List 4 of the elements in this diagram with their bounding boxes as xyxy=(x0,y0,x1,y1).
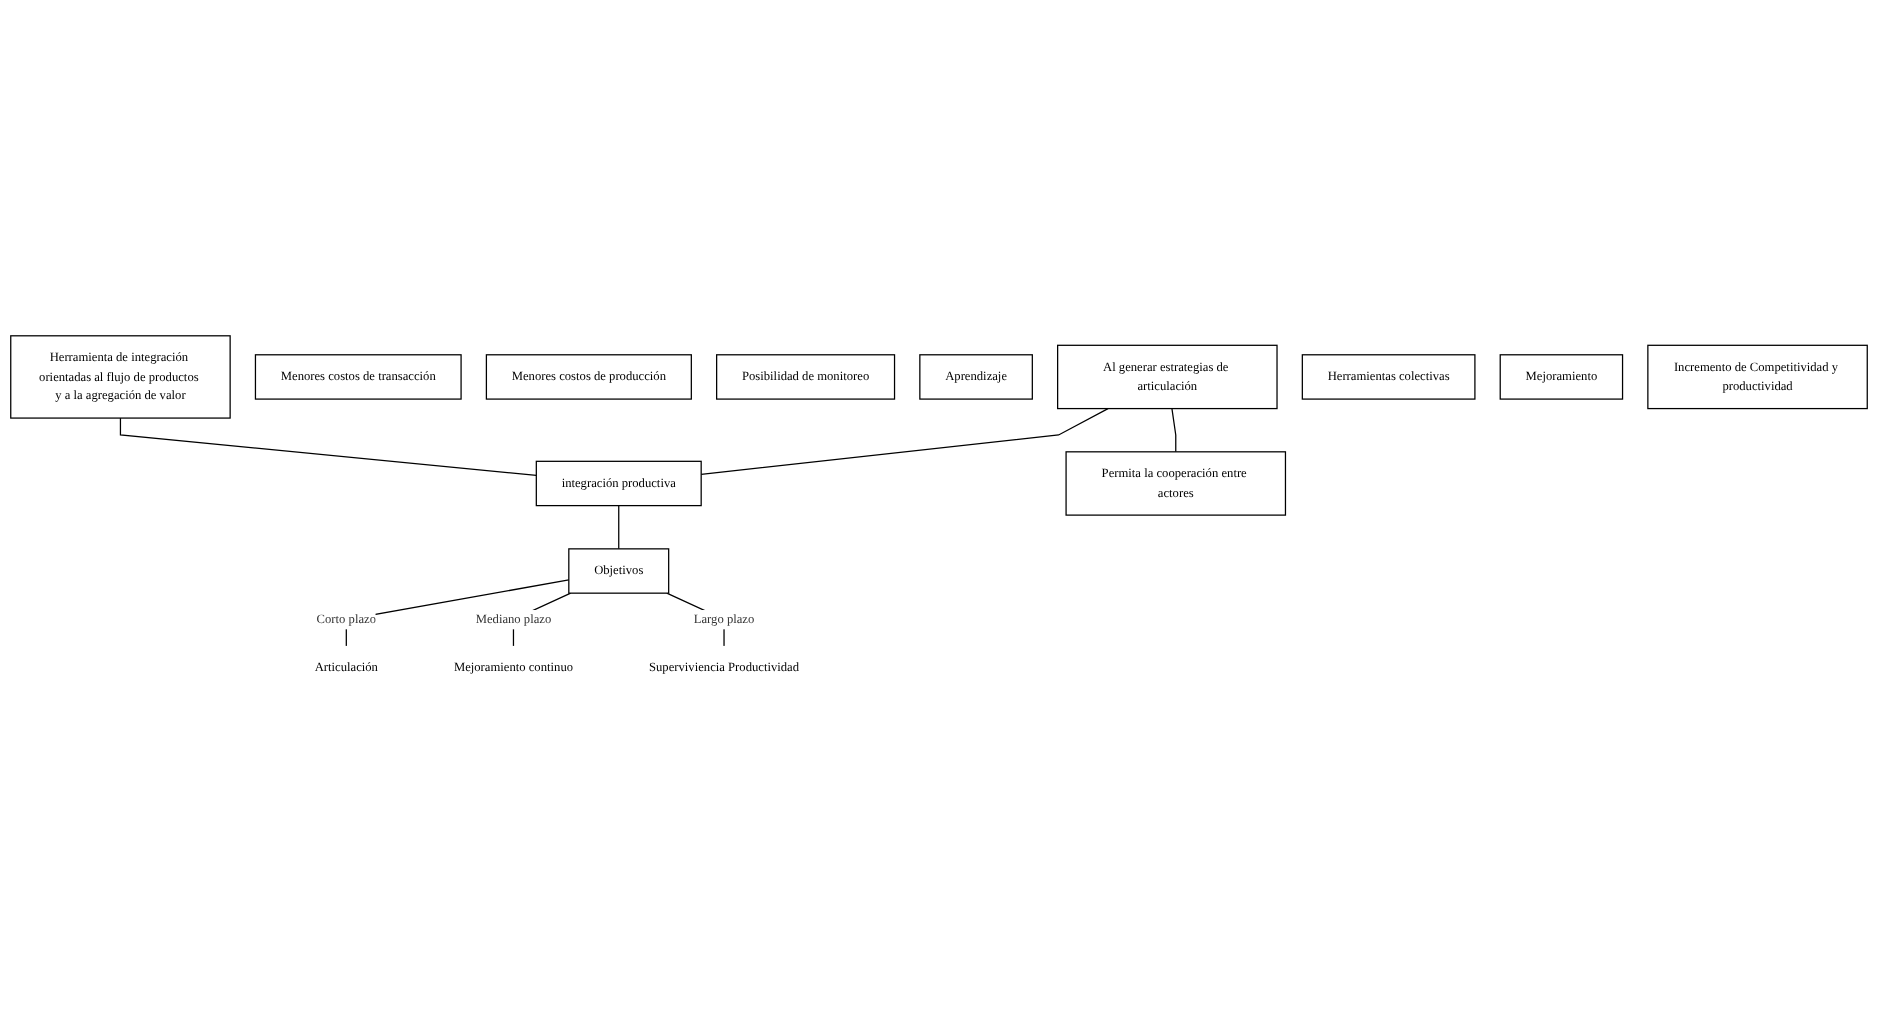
connector xyxy=(1171,407,1177,453)
connector xyxy=(700,407,1109,475)
connector xyxy=(618,505,620,550)
connector xyxy=(119,417,537,477)
